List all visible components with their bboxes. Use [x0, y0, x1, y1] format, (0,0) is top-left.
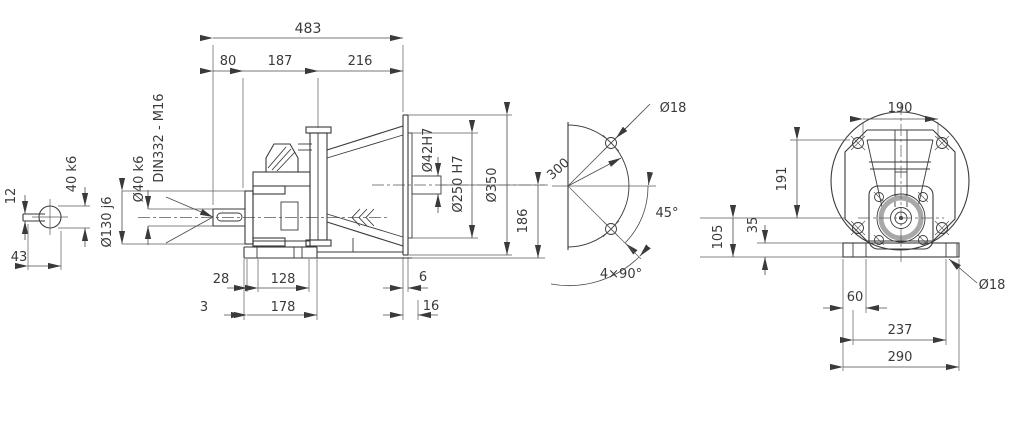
rear-view: 190 191 105 35 60 237: [700, 101, 1005, 371]
dim-collar-diameter: Ø130 j6: [100, 196, 115, 247]
dim-shaft-length: 80: [220, 54, 237, 69]
side-left-dimensions: Ø40 k6 Ø130 j6 DIN332 - M16: [100, 93, 245, 248]
dim-axis-to-hole: 191: [775, 167, 790, 192]
side-view: 483 80 187 216 Ø40 k6 Ø130 j6 DIN332 - M…: [100, 21, 548, 320]
dim-hole-to-edge: 60: [847, 290, 864, 305]
dim-bore-diameter: Ø42H7: [421, 128, 436, 173]
dim-overall-length: 483: [295, 21, 322, 37]
dim-base-thickness: 35: [746, 217, 761, 234]
shaft-section-detail: 12 40 k6 43: [4, 156, 90, 270]
side-bottom-dimensions: 28 128 3 178 6 16: [200, 257, 439, 320]
dim-housing-length: 187: [268, 54, 293, 69]
dim-axis-height-rear: 105: [711, 225, 726, 250]
motor-flange: [402, 114, 442, 256]
adapter-inner-detail: [866, 130, 934, 208]
dim-base-width: 290: [888, 350, 913, 365]
bolt-circle-diagram: Ø18 300 45° 4×90°: [544, 101, 687, 287]
dim-spigot-diameter: Ø250 H7: [451, 155, 466, 212]
dim-pitch-circle: 300: [544, 156, 572, 184]
flange-bolt-holes: [850, 135, 950, 236]
rear-bottom-dimensions: 60 237 290: [823, 259, 960, 371]
dim-foot-front: 3: [200, 300, 208, 315]
gearbox-rear-face: [858, 103, 944, 263]
flange-circle: [830, 111, 970, 251]
dim-flange-thickness: 16: [423, 299, 440, 314]
dim-hole-diameter: Ø18: [660, 101, 687, 116]
dim-hole-span: 237: [888, 323, 913, 338]
dim-foot-hole-diameter: Ø18: [979, 278, 1006, 293]
side-right-dimensions: Ø42H7 Ø250 H7 Ø350 186: [408, 102, 545, 259]
dim-flange-width: 190: [888, 101, 913, 116]
dim-key-width: 12: [4, 188, 19, 205]
rear-left-dimensions: 191 105 35: [700, 127, 850, 275]
dim-axis-height: 186: [516, 209, 531, 234]
dim-section-shaft-dia: 40 k6: [65, 156, 80, 192]
side-top-dimensions: 483 80 187 216: [200, 21, 404, 205]
dim-spigot-depth: 6: [419, 270, 427, 285]
output-shaft: [148, 208, 245, 227]
dim-foot-length: 178: [271, 300, 296, 315]
mounting-foot: [243, 246, 412, 259]
dim-pattern: 4×90°: [600, 267, 642, 282]
dim-foot-hole-span: 128: [271, 272, 296, 287]
rear-base-plate: [842, 242, 960, 258]
dim-adapter-length: 216: [348, 54, 373, 69]
dim-foot-setback: 28: [213, 272, 230, 287]
adapter-bell-housing: [305, 125, 404, 252]
dim-angle: 45°: [655, 206, 678, 221]
dim-key-height: 43: [11, 250, 28, 265]
dim-shaft-diameter: Ø40 k6: [132, 156, 147, 203]
label-center-hole: DIN332 - M16: [152, 93, 167, 182]
